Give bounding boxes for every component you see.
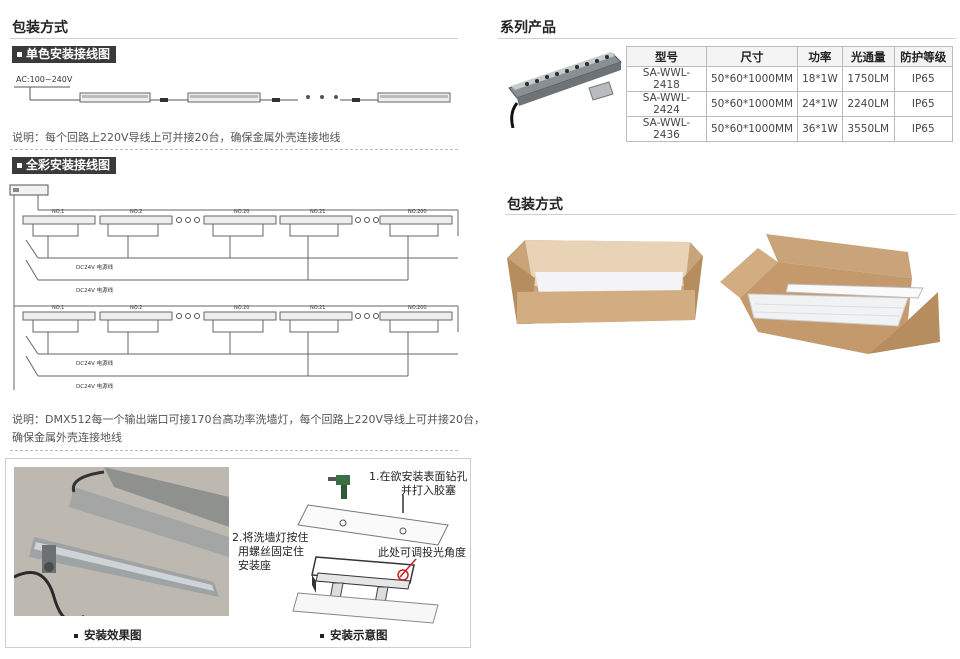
caption-diagram-text: 安装示意图 — [330, 628, 388, 642]
cell-power: 24*1W — [797, 91, 843, 117]
full-color-note-line2: 确保金属外壳连接地线 — [12, 431, 122, 444]
single-fixture-3 — [377, 92, 451, 103]
cell-size: 50*60*1000MM — [705, 66, 799, 92]
row1-power-label-1: DC24V 电源线 — [76, 263, 114, 271]
step2-line2: 用螺丝固定住 — [238, 545, 304, 558]
table-row: SA-WWL-2424 50*60*1000MM 24*1W 2240LM IP… — [626, 91, 953, 117]
cell-power: 36*1W — [797, 116, 843, 142]
step1-line1: 1.在欲安装表面钻孔 — [369, 470, 468, 483]
cell-lumen: 2240LM — [841, 91, 895, 117]
table-row: SA-WWL-2436 50*60*1000MM 36*1W 3550LM IP… — [626, 116, 953, 142]
wall-washer-product-image — [508, 52, 622, 128]
cell-ip: IP65 — [893, 66, 953, 92]
single-color-wiring-diagram: AC:100~240V — [14, 75, 451, 103]
table-row: SA-WWL-2418 50*60*1000MM 18*1W 1750LM IP… — [626, 66, 953, 92]
cell-model: SA-WWL-2424 — [626, 91, 707, 117]
dashed-divider-2 — [10, 450, 458, 451]
product-spec-table: 型号 尺寸 功率 光通量 防护等级 SA-WWL-2418 50*60*1000… — [626, 46, 953, 142]
cell-lumen: 1750LM — [841, 66, 895, 92]
cell-power: 18*1W — [797, 66, 843, 92]
angle-note: 此处可调投光角度 — [378, 546, 466, 559]
single-fixture-1 — [79, 92, 151, 103]
single-color-chip: 单色安装接线图 — [12, 46, 117, 63]
row2-no20: NO.20 — [234, 305, 249, 311]
packaging-title-left: 包装方式 — [12, 20, 68, 36]
installation-schematic — [292, 475, 449, 624]
row2-no21: NO.21 — [310, 305, 325, 311]
series-products-title: 系列产品 — [500, 20, 556, 36]
ac-label: AC:100~240V — [16, 75, 73, 84]
step2-line1: 2.将洗墙灯按住 — [232, 531, 309, 544]
cell-ip: IP65 — [893, 116, 953, 142]
title-divider — [10, 38, 458, 39]
single-color-note: 说明：每个回路上220V导线上可并接20台，确保金属外壳连接地线 — [12, 131, 341, 144]
full-color-chip: 全彩安装接线图 — [12, 157, 117, 174]
wall-washer-photo-illustration — [14, 467, 229, 616]
cell-size: 50*60*1000MM — [705, 91, 799, 117]
step2-line3: 安装座 — [238, 559, 271, 572]
packaging-title-right: 包装方式 — [507, 197, 563, 213]
row1-no2: NO.2 — [130, 209, 142, 215]
row1-no21: NO.21 — [310, 209, 325, 215]
caption-effect-text: 安装效果图 — [84, 628, 142, 642]
full-color-note-line1: 说明：DMX512每一个输出端口可接170台高功率洗墙灯，每个回路上220V导线… — [12, 413, 486, 426]
col-header-lumen: 光通量 — [841, 46, 895, 67]
row2-power-label-1: DC24V 电源线 — [76, 359, 114, 367]
step1-line2: 并打入胶塞 — [401, 484, 456, 497]
row1-no20: NO.20 — [234, 209, 249, 215]
row1-no200: NO.200 — [408, 209, 427, 215]
row2-power-label-2: DC24V 电源线 — [76, 382, 114, 390]
series-divider — [498, 38, 956, 39]
row1-no1: NO.1 — [52, 209, 64, 215]
cell-model: SA-WWL-2436 — [626, 116, 707, 142]
table-header-row: 型号 尺寸 功率 光通量 防护等级 — [626, 46, 953, 67]
single-fixture-2 — [187, 92, 261, 103]
caption-effect: 安装效果图 — [74, 627, 142, 643]
row1-power-label-2: DC24V 电源线 — [76, 286, 114, 294]
cell-size: 50*60*1000MM — [705, 116, 799, 142]
dashed-divider-1 — [10, 149, 458, 150]
cell-lumen: 3550LM — [841, 116, 895, 142]
col-header-ip: 防护等级 — [893, 46, 953, 67]
row2-no200: NO.200 — [408, 305, 427, 311]
col-header-size: 尺寸 — [705, 46, 799, 67]
dmx-controller — [9, 184, 49, 196]
cell-ip: IP65 — [893, 91, 953, 117]
row1-fixtures — [22, 215, 453, 225]
installation-box: 安装效果图 1.在欲安装表面钻孔 并打入胶塞 2.将洗墙灯按住 用螺丝固定住 安… — [5, 458, 471, 648]
row2-fixtures — [22, 311, 453, 321]
col-header-model: 型号 — [626, 46, 707, 67]
installation-effect-photo — [14, 467, 229, 616]
packaging-divider — [505, 214, 956, 215]
packaging-box-photo-2 — [720, 234, 940, 354]
packaging-box-photo-1 — [507, 240, 703, 324]
full-color-wiring-diagram: NO.1 NO.2 NO.20 NO.21 NO.200 DC24V 电源线 D… — [9, 184, 459, 390]
cell-model: SA-WWL-2418 — [626, 66, 707, 92]
caption-diagram: 安装示意图 — [320, 627, 388, 643]
bullet-dot — [74, 633, 78, 638]
drill-icon — [328, 475, 350, 499]
row2-no1: NO.1 — [52, 305, 64, 311]
row2-no2: NO.2 — [130, 305, 142, 311]
bullet-dot — [320, 633, 324, 638]
col-header-power: 功率 — [797, 46, 843, 67]
